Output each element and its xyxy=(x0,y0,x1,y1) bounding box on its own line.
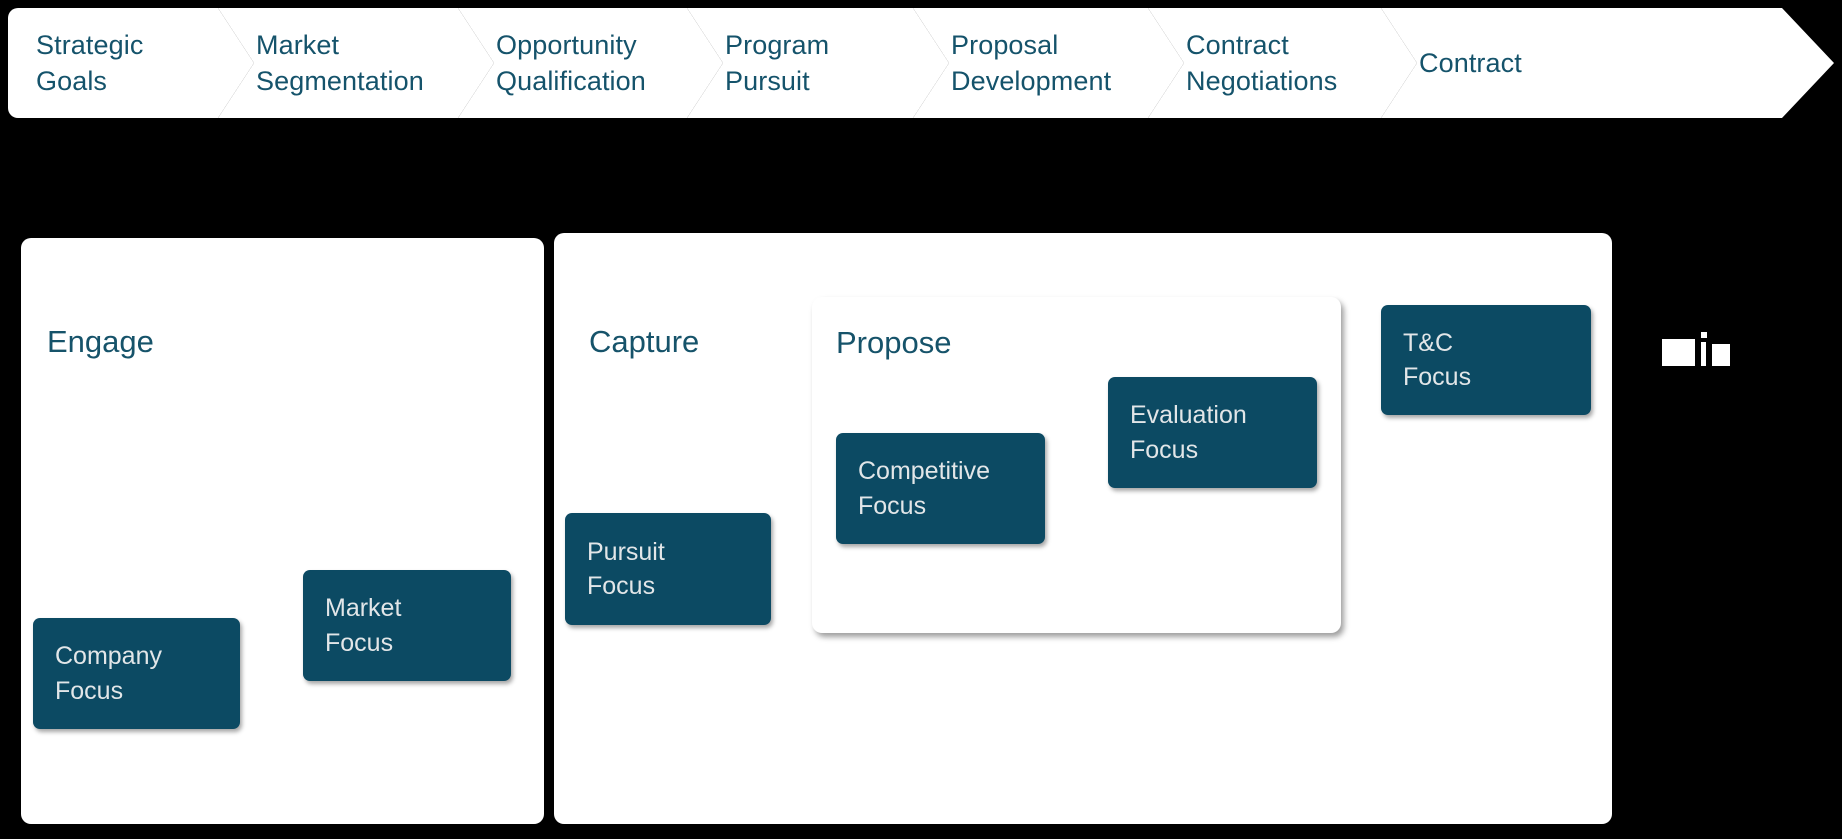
focus-chip-competitive[interactable]: Competitive Focus xyxy=(836,433,1045,544)
missing-glyph-i-icon xyxy=(1700,332,1707,366)
process-stage-contract[interactable]: Contract xyxy=(1381,8,1834,118)
process-stage-label: Market Segmentation xyxy=(256,29,424,96)
missing-glyph-box-icon xyxy=(1662,339,1695,366)
process-stage-label: Program Pursuit xyxy=(725,29,830,96)
focus-chip-label: T&C Focus xyxy=(1403,328,1472,392)
phase-title-engage: Engage xyxy=(47,324,154,359)
focus-chip-evaluation[interactable]: Evaluation Focus xyxy=(1108,377,1317,488)
focus-chip-pursuit[interactable]: Pursuit Focus xyxy=(565,513,771,625)
process-stage-label: Strategic Goals xyxy=(36,29,144,96)
focus-chip-market[interactable]: Market Focus xyxy=(303,570,511,681)
process-stage-strategic-goals[interactable]: Strategic Goals xyxy=(8,8,254,118)
process-stage-opportunity-qualification[interactable]: Opportunity Qualification xyxy=(458,8,723,118)
process-stage-label: Contract Negotiations xyxy=(1186,29,1338,96)
phase-title-propose: Propose xyxy=(836,325,952,360)
process-stage-program-pursuit[interactable]: Program Pursuit xyxy=(687,8,949,118)
process-stage-proposal-development[interactable]: Proposal Development xyxy=(913,8,1184,118)
process-stage-contract-negotiations[interactable]: Contract Negotiations xyxy=(1148,8,1417,118)
process-stage-market-segmentation[interactable]: Market Segmentation xyxy=(218,8,494,118)
process-stage-label: Opportunity Qualification xyxy=(496,29,646,96)
focus-chip-label: Company Focus xyxy=(55,642,162,705)
missing-glyph-square-icon xyxy=(1712,344,1730,366)
focus-chip-company[interactable]: Company Focus xyxy=(33,618,240,729)
phase-title-capture: Capture xyxy=(589,324,700,359)
focus-chip-label: Evaluation Focus xyxy=(1130,401,1247,464)
process-stage-label: Contract xyxy=(1419,47,1522,78)
focus-chip-label: Pursuit Focus xyxy=(587,537,665,601)
process-stage-label: Proposal Development xyxy=(951,29,1112,96)
focus-chip-label: Market Focus xyxy=(325,594,402,657)
process-band: Strategic Goals Market Segmentation Oppo… xyxy=(8,8,1834,118)
focus-chip-label: Competitive Focus xyxy=(858,457,990,520)
missing-glyph-marks xyxy=(1662,330,1732,366)
focus-chip-tc[interactable]: T&C Focus xyxy=(1381,305,1591,415)
